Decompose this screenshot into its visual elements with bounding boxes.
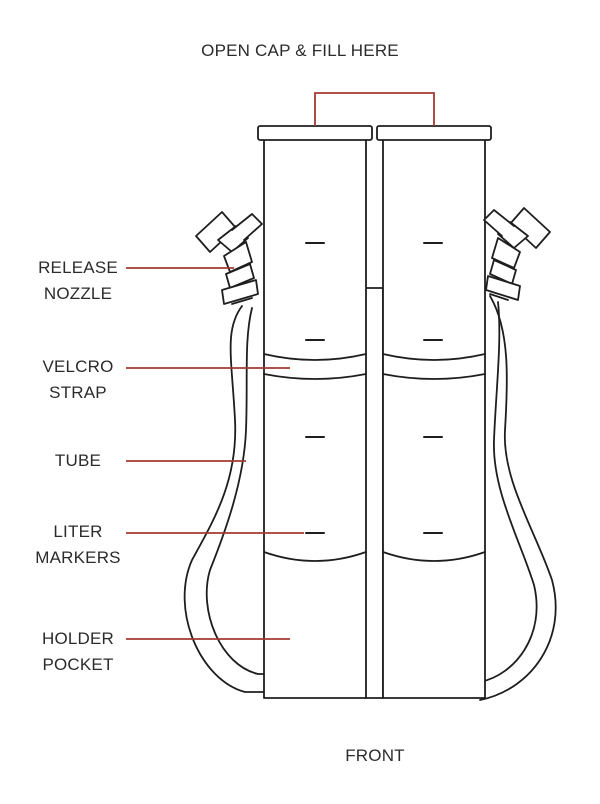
front-label: FRONT bbox=[345, 746, 405, 765]
leader-open-cap bbox=[314, 92, 435, 126]
right-tube bbox=[479, 295, 557, 701]
right-velcro-bottom bbox=[382, 373, 486, 380]
center-panel bbox=[364, 287, 384, 699]
left-pocket-top bbox=[263, 551, 367, 562]
right-pocket-top bbox=[382, 551, 486, 562]
callout-tube: TUBE bbox=[54, 451, 102, 470]
callout-release-nozzle: RELEASE NOZZLE bbox=[38, 258, 118, 303]
left-velcro-top bbox=[263, 353, 367, 361]
right-cylinder-body bbox=[382, 137, 486, 699]
right-velcro-top bbox=[382, 353, 486, 361]
left-tube-inner bbox=[205, 307, 266, 675]
right-tube-inner bbox=[479, 301, 538, 683]
leader-lines bbox=[126, 92, 435, 640]
liter-marker-ticks bbox=[305, 242, 443, 534]
left-cylinder-body bbox=[263, 137, 367, 699]
left-cap bbox=[257, 125, 373, 141]
callout-velcro-strap: VELCRO STRAP bbox=[42, 357, 114, 402]
callout-holder-pocket: HOLDER POCKET bbox=[41, 629, 115, 674]
callout-liter-markers: LITER MARKERS bbox=[35, 522, 121, 567]
right-release-nozzle bbox=[483, 207, 551, 301]
open-cap-label: OPEN CAP & FILL HERE bbox=[201, 41, 399, 60]
left-velcro-bottom bbox=[263, 373, 367, 380]
left-tube bbox=[183, 305, 266, 693]
left-release-nozzle bbox=[195, 211, 263, 305]
right-cap bbox=[376, 125, 492, 141]
